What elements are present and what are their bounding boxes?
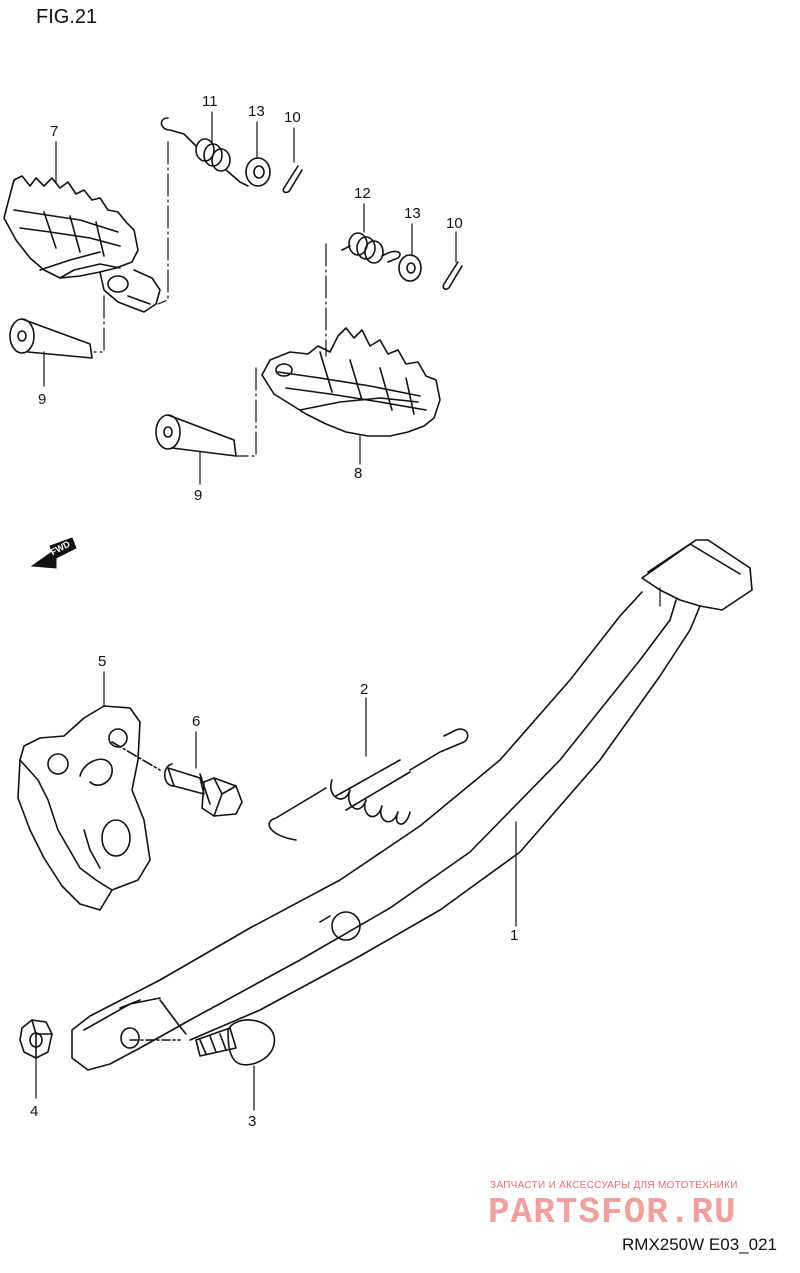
callout-5: 5 [98,653,107,670]
pin-9-a [9,318,93,359]
spring-2 [268,728,469,841]
callout-9-b: 9 [194,487,203,504]
figure-title: FIG.21 [36,6,98,28]
washer-13-b [398,254,422,282]
callout-13-b: 13 [404,205,421,222]
callout-7: 7 [50,123,59,140]
watermark-tagline: ЗАПЧАСТИ И АКСЕССУАРЫ ДЛЯ МОТОТЕХНИКИ [490,1180,738,1191]
washer-13-a [245,157,271,187]
callout-8: 8 [354,465,363,482]
callout-6: 6 [192,713,201,730]
cotter-pin-10-a [282,165,303,194]
side-stand-1 [71,539,753,1071]
nut-4 [19,1019,53,1059]
leader-lines [35,111,517,1111]
callout-9-a: 9 [38,391,47,408]
callout-13-a: 13 [248,103,265,120]
cotter-pin-10-b [442,261,463,290]
callout-11: 11 [202,93,218,110]
callout-3: 3 [248,1113,257,1130]
assembly-lines [93,141,661,607]
bracket-5 [17,705,151,911]
spring-12 [341,232,401,264]
pin-9-b [155,414,237,457]
callout-10-b: 10 [446,215,463,232]
diagram-code: RMX250W E03_021 [622,1235,777,1254]
callout-12: 12 [354,185,371,202]
spring-11 [160,117,249,187]
watermark-logo: PARTSFOR.RU [488,1192,737,1233]
callout-1: 1 [510,927,519,944]
bolt-6 [111,741,243,817]
callout-4: 4 [30,1103,39,1120]
footrest-8 [261,327,441,437]
stopper-bolt-3 [195,1019,276,1066]
callout-2: 2 [360,681,369,698]
footrest-7 [3,175,161,313]
callout-10-a: 10 [284,109,301,126]
fwd-arrow-icon [30,537,77,569]
